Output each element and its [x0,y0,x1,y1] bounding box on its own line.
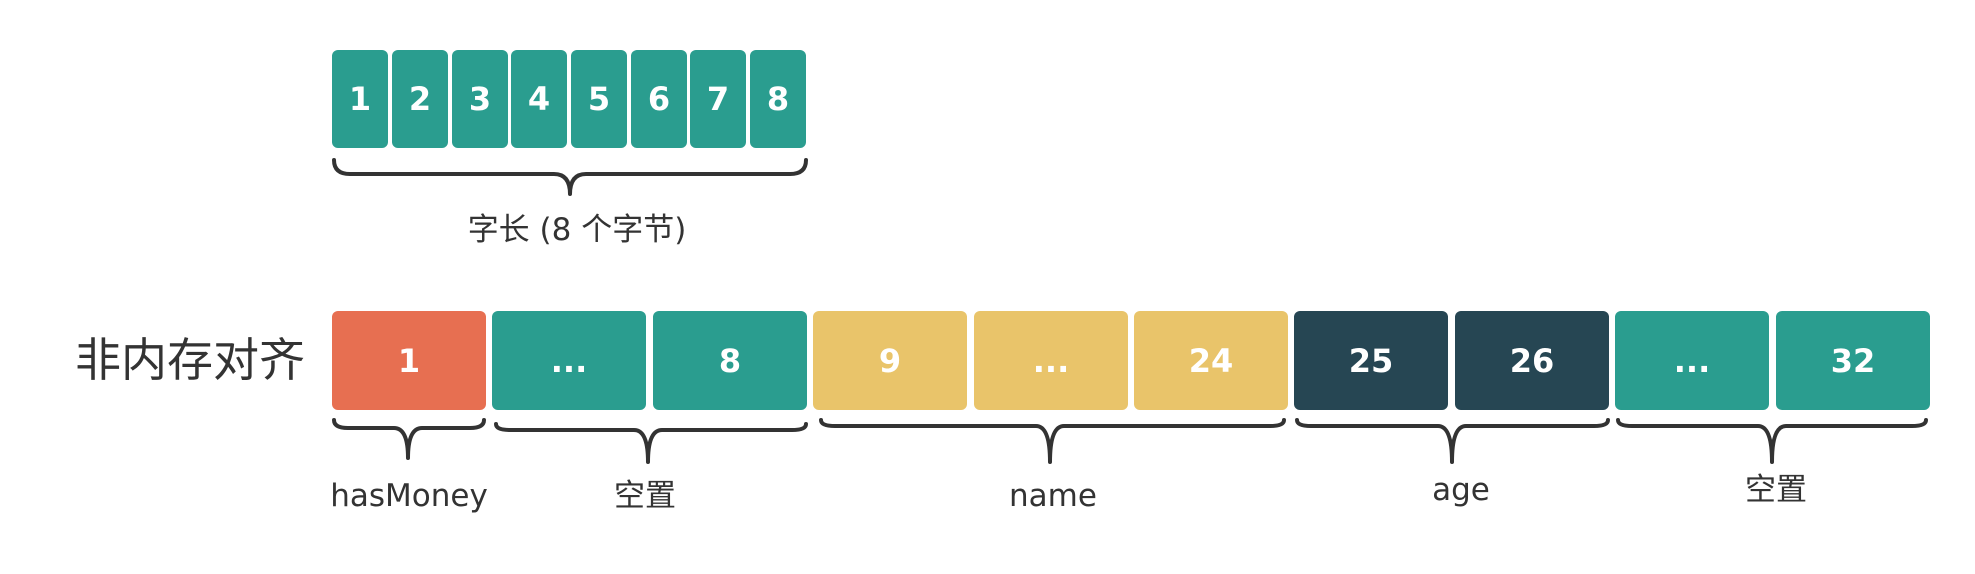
group-label-padding: 空置 [1745,472,1807,508]
padding-brace-1 [494,422,808,464]
byte-cell-name: 9 [813,311,967,410]
byte-cell-age: 26 [1455,311,1609,410]
byte-cell-hasmoney: 1 [332,311,486,410]
word-byte-cell: 3 [452,50,508,148]
age-brace [1295,418,1610,464]
word-byte-cell: 7 [690,50,746,148]
byte-cell-padding: 32 [1776,311,1930,410]
byte-cell-name: ... [974,311,1128,410]
word-byte-cell: 2 [392,50,448,148]
word-length-label: 字长 (8 个字节) [467,212,687,248]
word-byte-cell: 5 [571,50,627,148]
byte-cell-padding: ... [1615,311,1769,410]
diagram-title: 非内存对齐 [75,333,305,387]
byte-cell-padding: 8 [653,311,807,410]
name-brace [819,418,1286,464]
word-byte-cell: 6 [631,50,687,148]
group-label-hasmoney: hasMoney [330,478,488,514]
word-byte-cell: 1 [332,50,388,148]
word-brace [332,158,808,196]
group-label-age: age [1432,472,1490,508]
hasmoney-brace [332,418,486,460]
byte-cell-padding: ... [492,311,646,410]
byte-cell-age: 25 [1294,311,1448,410]
word-byte-cell: 4 [511,50,567,148]
byte-cell-name: 24 [1134,311,1288,410]
group-label-padding: 空置 [614,478,676,514]
padding-brace-2 [1616,418,1928,464]
word-byte-cell: 8 [750,50,806,148]
group-label-name: name [1009,478,1097,514]
